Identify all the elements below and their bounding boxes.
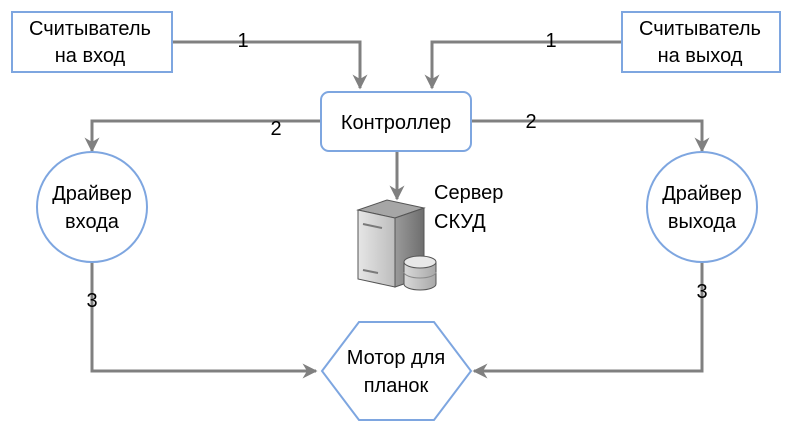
controller-label: Контроллер (341, 112, 451, 134)
edge-exit-reader-to-controller: 1 (424, 30, 622, 90)
edge-label-entry-driver: 2 (270, 118, 281, 140)
edge-label-exit-driver: 2 (525, 111, 536, 133)
edge-label-exit-motor: 3 (696, 281, 707, 303)
entry-reader-line2: на вход (55, 45, 126, 67)
exit-driver-line2: выхода (668, 211, 737, 233)
entry-driver-node: Драйвер входа (36, 151, 148, 263)
motor-line1: Мотор для (347, 347, 445, 369)
entry-driver-line2: входа (65, 211, 120, 233)
edge-entry-driver-to-motor: 3 (86, 262, 318, 379)
edge-label-entry-reader: 1 (237, 30, 248, 52)
edge-label-exit-reader: 1 (545, 30, 556, 52)
exit-reader-line1: Считыватель (639, 18, 761, 40)
server-label-line2: СКУД (434, 211, 486, 233)
edge-exit-driver-to-motor: 3 (472, 262, 708, 379)
server-label: Сервер СКУД (434, 182, 503, 233)
edge-controller-to-entry-driver: 2 (84, 118, 321, 153)
exit-driver-line1: Драйвер (662, 183, 742, 205)
edge-label-entry-motor: 3 (86, 290, 97, 312)
exit-reader-node: Считыватель на выход (621, 11, 781, 73)
entry-driver-line1: Драйвер (52, 183, 132, 205)
server-icon (356, 199, 437, 291)
controller-node: Контроллер (320, 91, 472, 152)
edge-entry-reader-to-controller: 1 (172, 30, 368, 90)
exit-driver-node: Драйвер выхода (646, 151, 758, 263)
motor-node: Мотор для планок (320, 321, 473, 421)
entry-reader-line1: Считыватель (29, 18, 151, 40)
edge-controller-to-exit-driver: 2 (471, 111, 710, 153)
entry-reader-node: Считыватель на вход (11, 11, 173, 73)
motor-line2: планок (364, 375, 429, 397)
server-label-line1: Сервер (434, 182, 503, 204)
exit-reader-line2: на выход (658, 45, 743, 67)
